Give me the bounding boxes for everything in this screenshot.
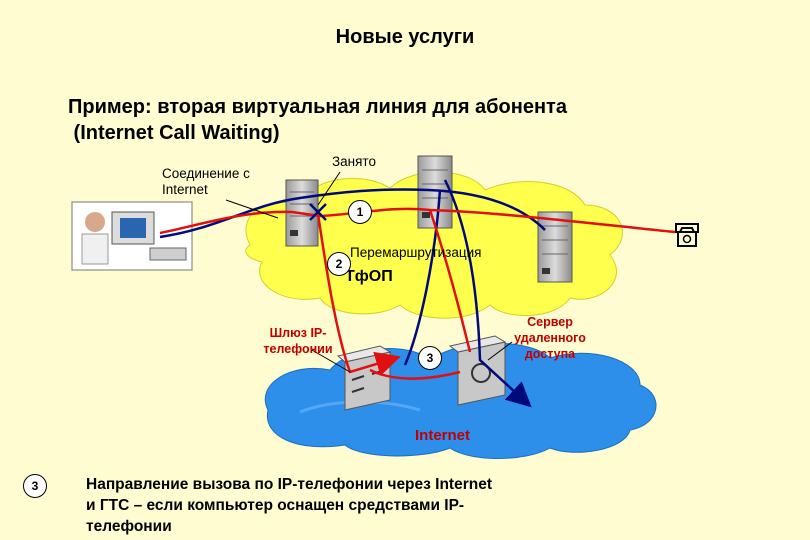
step-badge-3: 3: [418, 346, 442, 370]
footnote-line-2: и ГТС – если компьютер оснащен средствам…: [86, 495, 492, 516]
internet-connection-label-line-1: Соединение с: [162, 166, 250, 182]
user-workstation-picture: [72, 202, 192, 270]
remote-access-server-device: [450, 336, 505, 405]
rerouting-label: Перемаршрутизация: [350, 245, 481, 261]
footnote: Направление вызова по IP-телефонии через…: [86, 474, 492, 537]
footnote-line-3: телефонии: [86, 516, 492, 537]
gateway-label: Шлюз IP- телефонии: [250, 325, 346, 357]
ras-label-line-1: Сервер: [500, 314, 600, 330]
remote-access-server-label: Сервер удаленного доступа: [500, 314, 600, 362]
internet-connection-label-line-2: Internet: [162, 182, 250, 198]
telephone-icon: [676, 224, 698, 246]
legend-badge-3: 3: [23, 474, 47, 498]
remote-exchange-server: [538, 212, 572, 282]
gateway-label-line-1: Шлюз IP-: [250, 325, 346, 341]
gateway-label-line-2: телефонии: [250, 341, 346, 357]
step-badge-2: 2: [327, 252, 351, 276]
internet-connection-label: Соединение с Internet: [162, 166, 250, 198]
ras-label-line-3: доступа: [500, 346, 600, 362]
internet-label: Internet: [415, 427, 470, 444]
ras-label-line-2: удаленного: [500, 330, 600, 346]
footnote-line-1: Направление вызова по IP-телефонии через…: [86, 474, 492, 495]
step-badge-1: 1: [348, 200, 372, 224]
pstn-label: ТфОП: [345, 268, 393, 286]
busy-label: Занято: [332, 154, 376, 170]
